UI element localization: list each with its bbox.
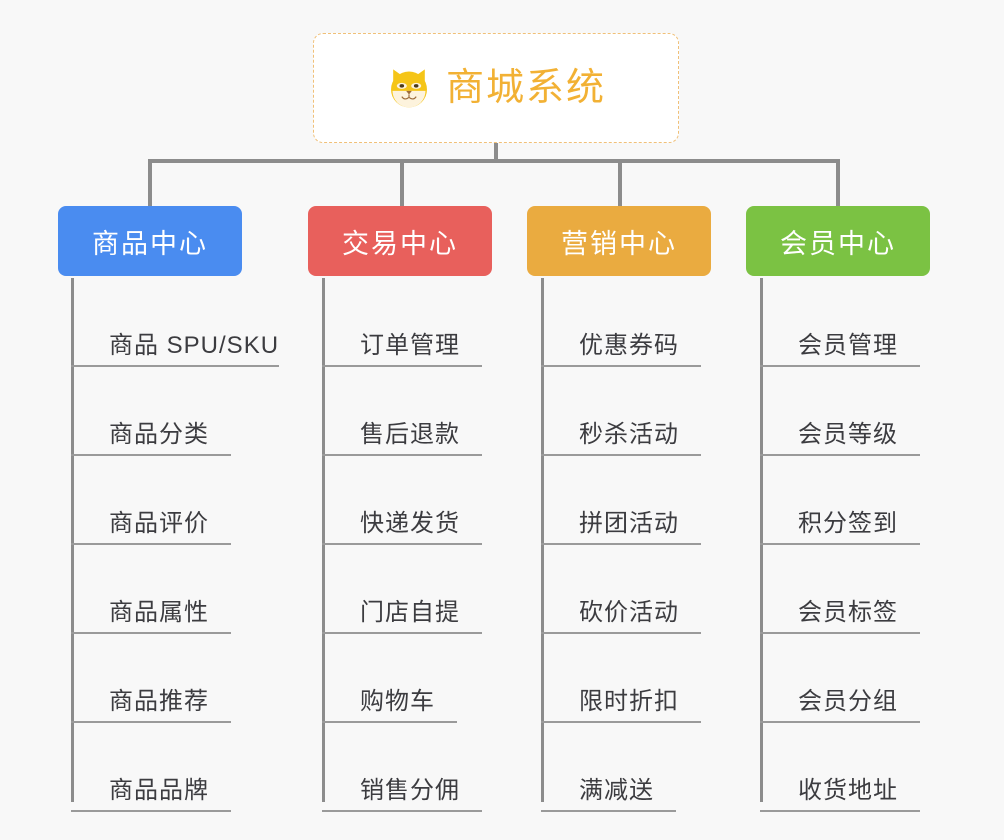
category-box-product-center[interactable]: 商品中心 — [58, 206, 242, 276]
connector-drop-3 — [618, 159, 622, 208]
column-spine — [760, 278, 763, 802]
leaf-item[interactable]: 会员管理 — [760, 278, 920, 367]
connector-drop-1 — [148, 159, 152, 208]
category-label: 商品中心 — [92, 228, 208, 259]
leaf-label: 商品属性 — [109, 599, 209, 626]
leaf-item[interactable]: 收货地址 — [760, 723, 920, 812]
connector-drop-4 — [836, 159, 840, 208]
leaf-label: 拼团活动 — [579, 510, 679, 537]
category-box-marketing-center[interactable]: 营销中心 — [527, 206, 711, 276]
leaf-item[interactable]: 销售分佣 — [322, 723, 482, 812]
leaf-item[interactable]: 会员分组 — [760, 634, 920, 723]
leaf-label: 会员分组 — [798, 688, 898, 715]
root-title: 商城系统 — [445, 67, 606, 109]
leaf-label: 商品 SPU/SKU — [109, 332, 280, 359]
leaf-item[interactable]: 门店自提 — [322, 545, 482, 634]
column-spine — [322, 278, 325, 802]
leaf-item[interactable]: 快递发货 — [322, 456, 482, 545]
leaf-label: 商品评价 — [109, 510, 209, 537]
connector-bus — [150, 159, 840, 163]
leaf-item[interactable]: 商品属性 — [71, 545, 231, 634]
leaf-label: 销售分佣 — [360, 777, 460, 804]
leaf-item[interactable]: 商品品牌 — [71, 723, 231, 812]
leaf-item[interactable]: 限时折扣 — [541, 634, 701, 723]
leaf-label: 订单管理 — [360, 332, 460, 359]
leaf-item[interactable]: 积分签到 — [760, 456, 920, 545]
leaf-item[interactable]: 商品分类 — [71, 367, 231, 456]
leaf-item[interactable]: 商品推荐 — [71, 634, 231, 723]
leaf-label: 满减送 — [579, 777, 654, 804]
leaf-label: 商品推荐 — [109, 688, 209, 715]
leaf-label: 限时折扣 — [579, 688, 679, 715]
leaf-label: 快递发货 — [360, 510, 460, 537]
connector-root-stem — [494, 143, 498, 163]
leaf-label: 秒杀活动 — [579, 421, 679, 448]
leaf-item[interactable]: 会员标签 — [760, 545, 920, 634]
leaf-label: 积分签到 — [798, 510, 898, 537]
leaf-item[interactable]: 商品评价 — [71, 456, 231, 545]
connector-drop-2 — [400, 159, 404, 208]
leaf-label: 商品品牌 — [109, 777, 209, 804]
leaf-label: 收货地址 — [798, 777, 898, 804]
leaf-item[interactable]: 商品 SPU/SKU — [71, 278, 279, 367]
leaf-label: 优惠券码 — [579, 332, 679, 359]
leaf-item[interactable]: 满减送 — [541, 723, 676, 812]
category-box-trade-center[interactable]: 交易中心 — [308, 206, 492, 276]
category-label: 会员中心 — [780, 228, 896, 259]
leaf-label: 购物车 — [360, 688, 435, 715]
leaf-label: 售后退款 — [360, 421, 460, 448]
column-spine — [71, 278, 74, 802]
leaf-item[interactable]: 购物车 — [322, 634, 457, 723]
leaf-item[interactable]: 订单管理 — [322, 278, 482, 367]
leaf-item[interactable]: 优惠券码 — [541, 278, 701, 367]
leaf-label: 砍价活动 — [579, 599, 679, 626]
leaf-label: 会员管理 — [798, 332, 898, 359]
leaf-item[interactable]: 砍价活动 — [541, 545, 701, 634]
leaf-item[interactable]: 售后退款 — [322, 367, 482, 456]
category-box-member-center[interactable]: 会员中心 — [746, 206, 930, 276]
leaf-item[interactable]: 会员等级 — [760, 367, 920, 456]
column-spine — [541, 278, 544, 802]
root-node-mall-system[interactable]: 商城系统 — [313, 33, 679, 143]
leaf-label: 会员等级 — [798, 421, 898, 448]
leaf-label: 商品分类 — [109, 421, 209, 448]
category-label: 营销中心 — [561, 228, 677, 259]
leaf-label: 门店自提 — [360, 599, 460, 626]
leaf-label: 会员标签 — [798, 599, 898, 626]
leaf-item[interactable]: 拼团活动 — [541, 456, 701, 545]
shiba-dog-face-icon — [391, 69, 427, 108]
leaf-item[interactable]: 秒杀活动 — [541, 367, 701, 456]
category-label: 交易中心 — [342, 228, 458, 259]
